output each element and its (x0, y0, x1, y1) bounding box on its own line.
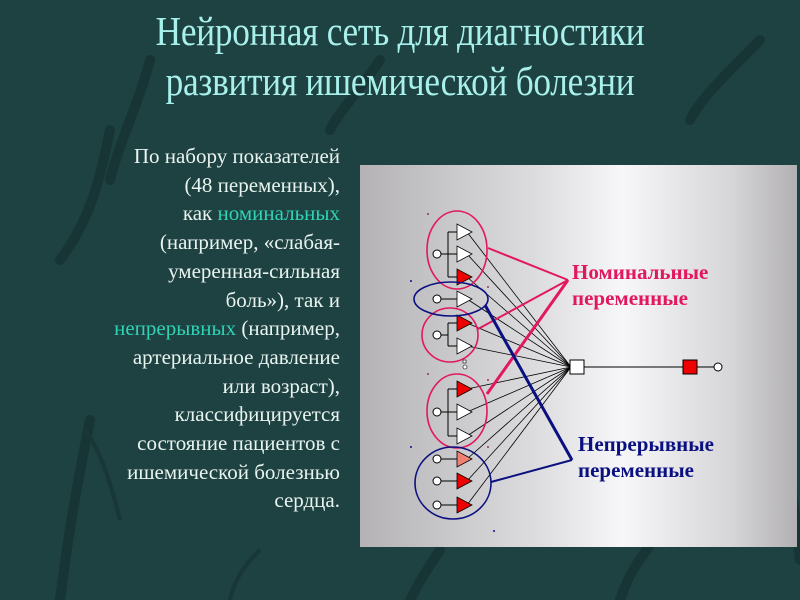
text-line: состояние пациентов с (137, 431, 340, 456)
text-line: артериальное давление (132, 344, 340, 369)
input-circles (432, 249, 442, 510)
text-line: (например, «слабая- (159, 230, 340, 255)
input-node-icon (432, 454, 442, 464)
label-line: переменные (572, 286, 688, 310)
triangle-node-icon (456, 268, 473, 286)
triangle-node-icon (456, 403, 473, 421)
text-line: По набору показателей (133, 144, 340, 168)
triangle-node-icon (456, 245, 473, 263)
text-line: непрерывных (например, (30, 314, 340, 343)
output-terminal-icon (713, 362, 723, 372)
continuous-group-ellipses (413, 281, 492, 520)
input-node-icon (432, 407, 442, 417)
text-line: или возраст), (222, 373, 340, 398)
triangle-node-icon (456, 450, 473, 468)
nominal-group-ellipses (421, 210, 488, 449)
ellipsis-dots (462, 359, 468, 370)
text-line: классифицируется (174, 402, 340, 427)
label-continuous-variables: Непрерывные переменные (578, 431, 714, 483)
highlight-continuous: непрерывных (114, 316, 237, 341)
stray-dots (410, 213, 495, 532)
text-line: умеренная-сильная (168, 258, 340, 283)
continuous-callout-lines (483, 304, 574, 483)
input-node-icon (432, 249, 442, 259)
text-line: боль»), так и (225, 287, 340, 312)
slide-title: Нейронная сеть для диагностики развития … (56, 6, 744, 106)
triangle-node-icon (456, 472, 473, 490)
text-fragment: (например, (236, 316, 340, 341)
triangle-node-icon (456, 427, 473, 445)
title-line-2: развития ишемической болезни (165, 58, 635, 104)
text-fragment: как (182, 201, 218, 226)
hidden-node-icon (569, 359, 585, 375)
label-line: Номинальные (572, 260, 709, 284)
highlight-nominal: номинальных (217, 201, 340, 226)
triangle-node-icon (456, 380, 473, 398)
triangle-node-icon (456, 337, 473, 355)
triangle-node-icon (456, 496, 473, 514)
input-stems (440, 231, 457, 506)
input-triangles (456, 223, 473, 514)
input-node-icon (432, 294, 442, 304)
input-node-icon (432, 500, 442, 510)
text-line: (48 переменных), (184, 172, 340, 197)
label-line: переменные (578, 458, 694, 482)
triangle-node-icon (456, 314, 473, 332)
title-line-1: Нейронная сеть для диагностики (155, 8, 645, 54)
description-text: По набору показателей (48 переменных), к… (30, 142, 340, 515)
text-line: как номинальных (30, 199, 340, 228)
label-line: Непрерывные (578, 432, 714, 456)
label-nominal-variables: Номинальные переменные (572, 259, 708, 311)
text-line: сердца. (274, 488, 340, 513)
text-line: ишемической болезнью (127, 459, 340, 484)
triangle-node-icon (456, 223, 473, 241)
triangle-node-icon (456, 290, 473, 308)
output-node-icon (682, 359, 698, 375)
input-node-icon (432, 476, 442, 486)
input-node-icon (432, 330, 442, 340)
